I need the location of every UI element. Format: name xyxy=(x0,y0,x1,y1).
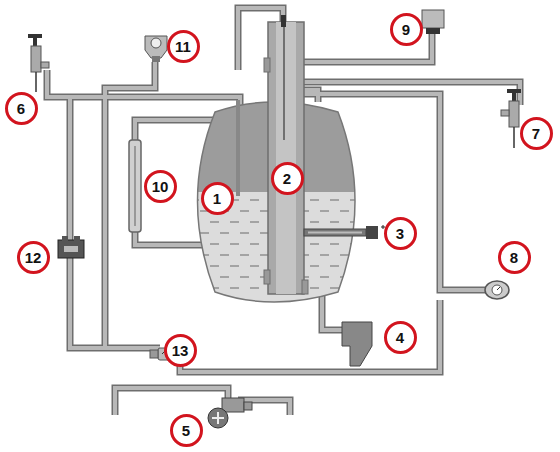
group-head xyxy=(342,322,372,366)
callout-number: 7 xyxy=(532,126,540,141)
callout-number: 9 xyxy=(402,22,410,37)
callout-circle: 12 xyxy=(17,241,50,274)
callout-number: 5 xyxy=(182,423,190,438)
callout-number: 10 xyxy=(152,179,169,194)
callout-circle: 13 xyxy=(164,334,197,367)
callout-number: 11 xyxy=(175,39,191,54)
callout-number: 3 xyxy=(396,226,404,241)
pipes xyxy=(47,8,520,415)
callout-circle: 9 xyxy=(390,13,423,46)
pump xyxy=(208,398,252,428)
safety-valve xyxy=(58,236,84,258)
valve-7 xyxy=(501,89,521,148)
callout-number: 2 xyxy=(283,171,291,186)
sight-glass xyxy=(129,140,141,232)
valve-6 xyxy=(28,34,49,92)
callout-circle: 2 xyxy=(271,162,304,195)
pipe-outlines xyxy=(47,8,520,415)
pressure-gauge xyxy=(485,281,509,299)
heat-exchanger-column xyxy=(264,15,308,294)
callout-circle: 3 xyxy=(384,217,417,250)
callout-circle: 11 xyxy=(167,30,200,63)
heating-element xyxy=(304,225,385,239)
callout-circle: 5 xyxy=(170,414,203,447)
callout-circle: 6 xyxy=(5,92,38,125)
callout-circle: 10 xyxy=(144,170,177,203)
callout-number: 8 xyxy=(510,250,518,265)
callout-number: 1 xyxy=(213,191,221,206)
callout-number: 6 xyxy=(17,101,25,116)
gauge-11 xyxy=(145,36,167,62)
callout-circle: 4 xyxy=(384,321,417,354)
callout-number: 4 xyxy=(396,330,404,345)
pressure-switch xyxy=(422,10,444,34)
callout-number: 13 xyxy=(172,343,189,358)
callout-number: 12 xyxy=(25,250,42,265)
callout-circle: 7 xyxy=(520,117,553,150)
callout-circle: 8 xyxy=(498,241,531,274)
callout-circle: 1 xyxy=(201,182,234,215)
